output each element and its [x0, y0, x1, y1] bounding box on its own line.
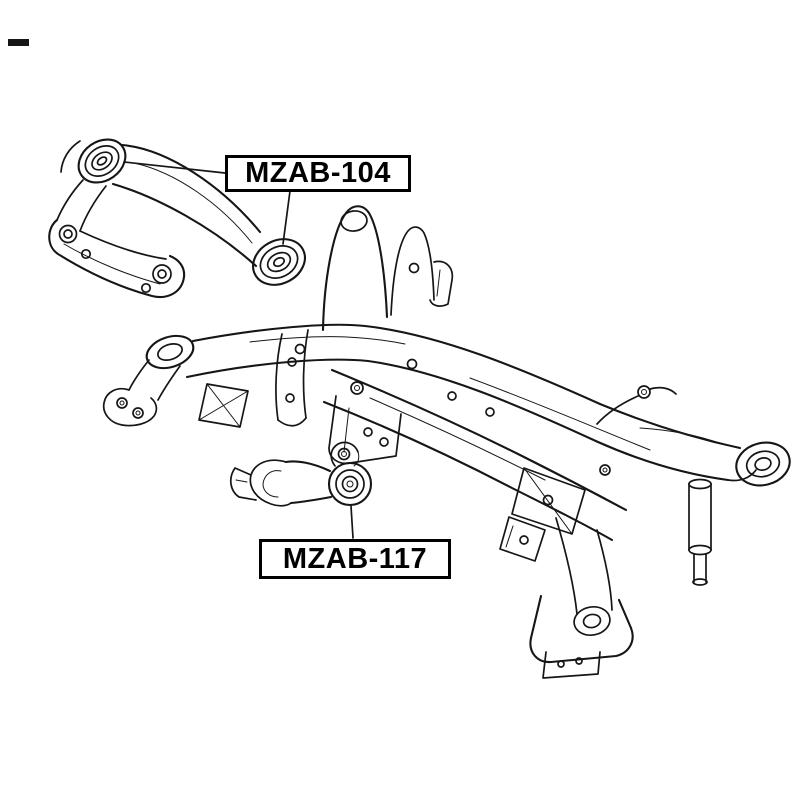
stabilizer-pin: [596, 385, 677, 425]
part-label-mzab-104: MZAB-104: [225, 155, 411, 192]
right-plates: [499, 464, 611, 562]
mount-cylinder: [688, 478, 712, 586]
upper-arm-front-bushing: [77, 138, 127, 184]
corner-mark: [8, 39, 29, 46]
lower-mount-arm: [229, 441, 373, 507]
lower-arm-bushing: [327, 461, 373, 507]
leader-lines: [123, 161, 354, 539]
leader-mzab117: [350, 505, 354, 539]
mid-brackets: [275, 329, 495, 465]
upper-arm-rear-bushing: [252, 238, 306, 286]
part-label-mzab-117: MZAB-117: [259, 539, 451, 579]
leader-mzab104-front: [123, 161, 226, 174]
left-brace-bracket: [198, 383, 249, 428]
bottom-bracket: [529, 517, 634, 679]
main-beam: [185, 323, 742, 482]
leader-mzab104-rear: [282, 190, 291, 245]
center-towers: [321, 205, 454, 332]
subframe-left-mount: [102, 334, 195, 427]
subframe-crossmember: [102, 205, 791, 679]
upper-control-arm: [48, 138, 306, 298]
subframe-right-bushing: [639, 427, 791, 487]
